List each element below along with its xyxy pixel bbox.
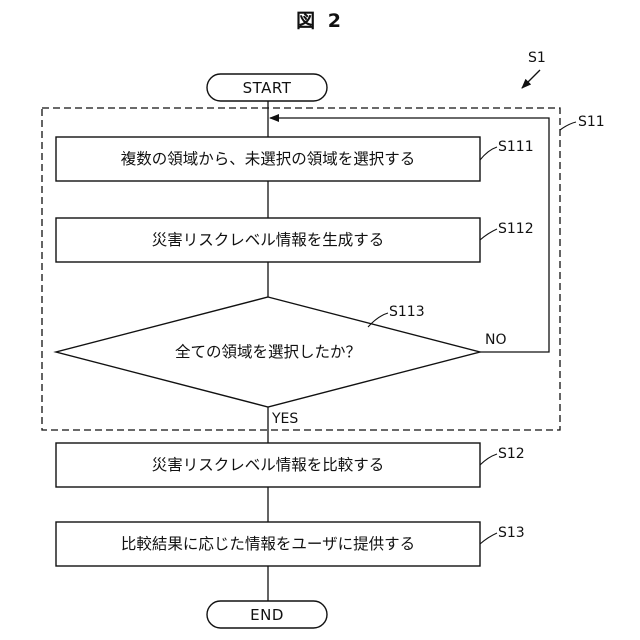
leader-line-s112	[480, 229, 497, 240]
branch-no-label: NO	[485, 331, 507, 349]
end-label: END	[250, 606, 284, 624]
step-s12-text: 災害リスクレベル情報を比較する	[152, 456, 385, 474]
leader-line-s13	[480, 533, 497, 544]
ref-s1: S1	[528, 49, 546, 67]
step-s112-text: 災害リスクレベル情報を生成する	[152, 231, 385, 249]
ref-s111: S111	[498, 138, 534, 156]
leader-line-s12	[480, 454, 497, 465]
step-s111-text: 複数の領域から、未選択の領域を選択する	[121, 150, 416, 168]
branch-yes-label: YES	[272, 410, 298, 428]
leader-line-s111	[480, 147, 497, 160]
ref-s11: S11	[578, 113, 605, 131]
decision-s113-text: 全ての領域を選択したか？	[175, 343, 361, 361]
s1-pointer-arrow	[522, 70, 540, 88]
ref-s12: S12	[498, 445, 525, 463]
leader-line-s11	[560, 122, 576, 130]
ref-s13: S13	[498, 524, 525, 542]
ref-s113: S113	[389, 303, 425, 321]
ref-s112: S112	[498, 220, 534, 238]
start-label: START	[243, 79, 292, 97]
step-s13-text: 比較結果に応じた情報をユーザに提供する	[121, 535, 415, 553]
figure-title: 図 2	[296, 12, 344, 30]
